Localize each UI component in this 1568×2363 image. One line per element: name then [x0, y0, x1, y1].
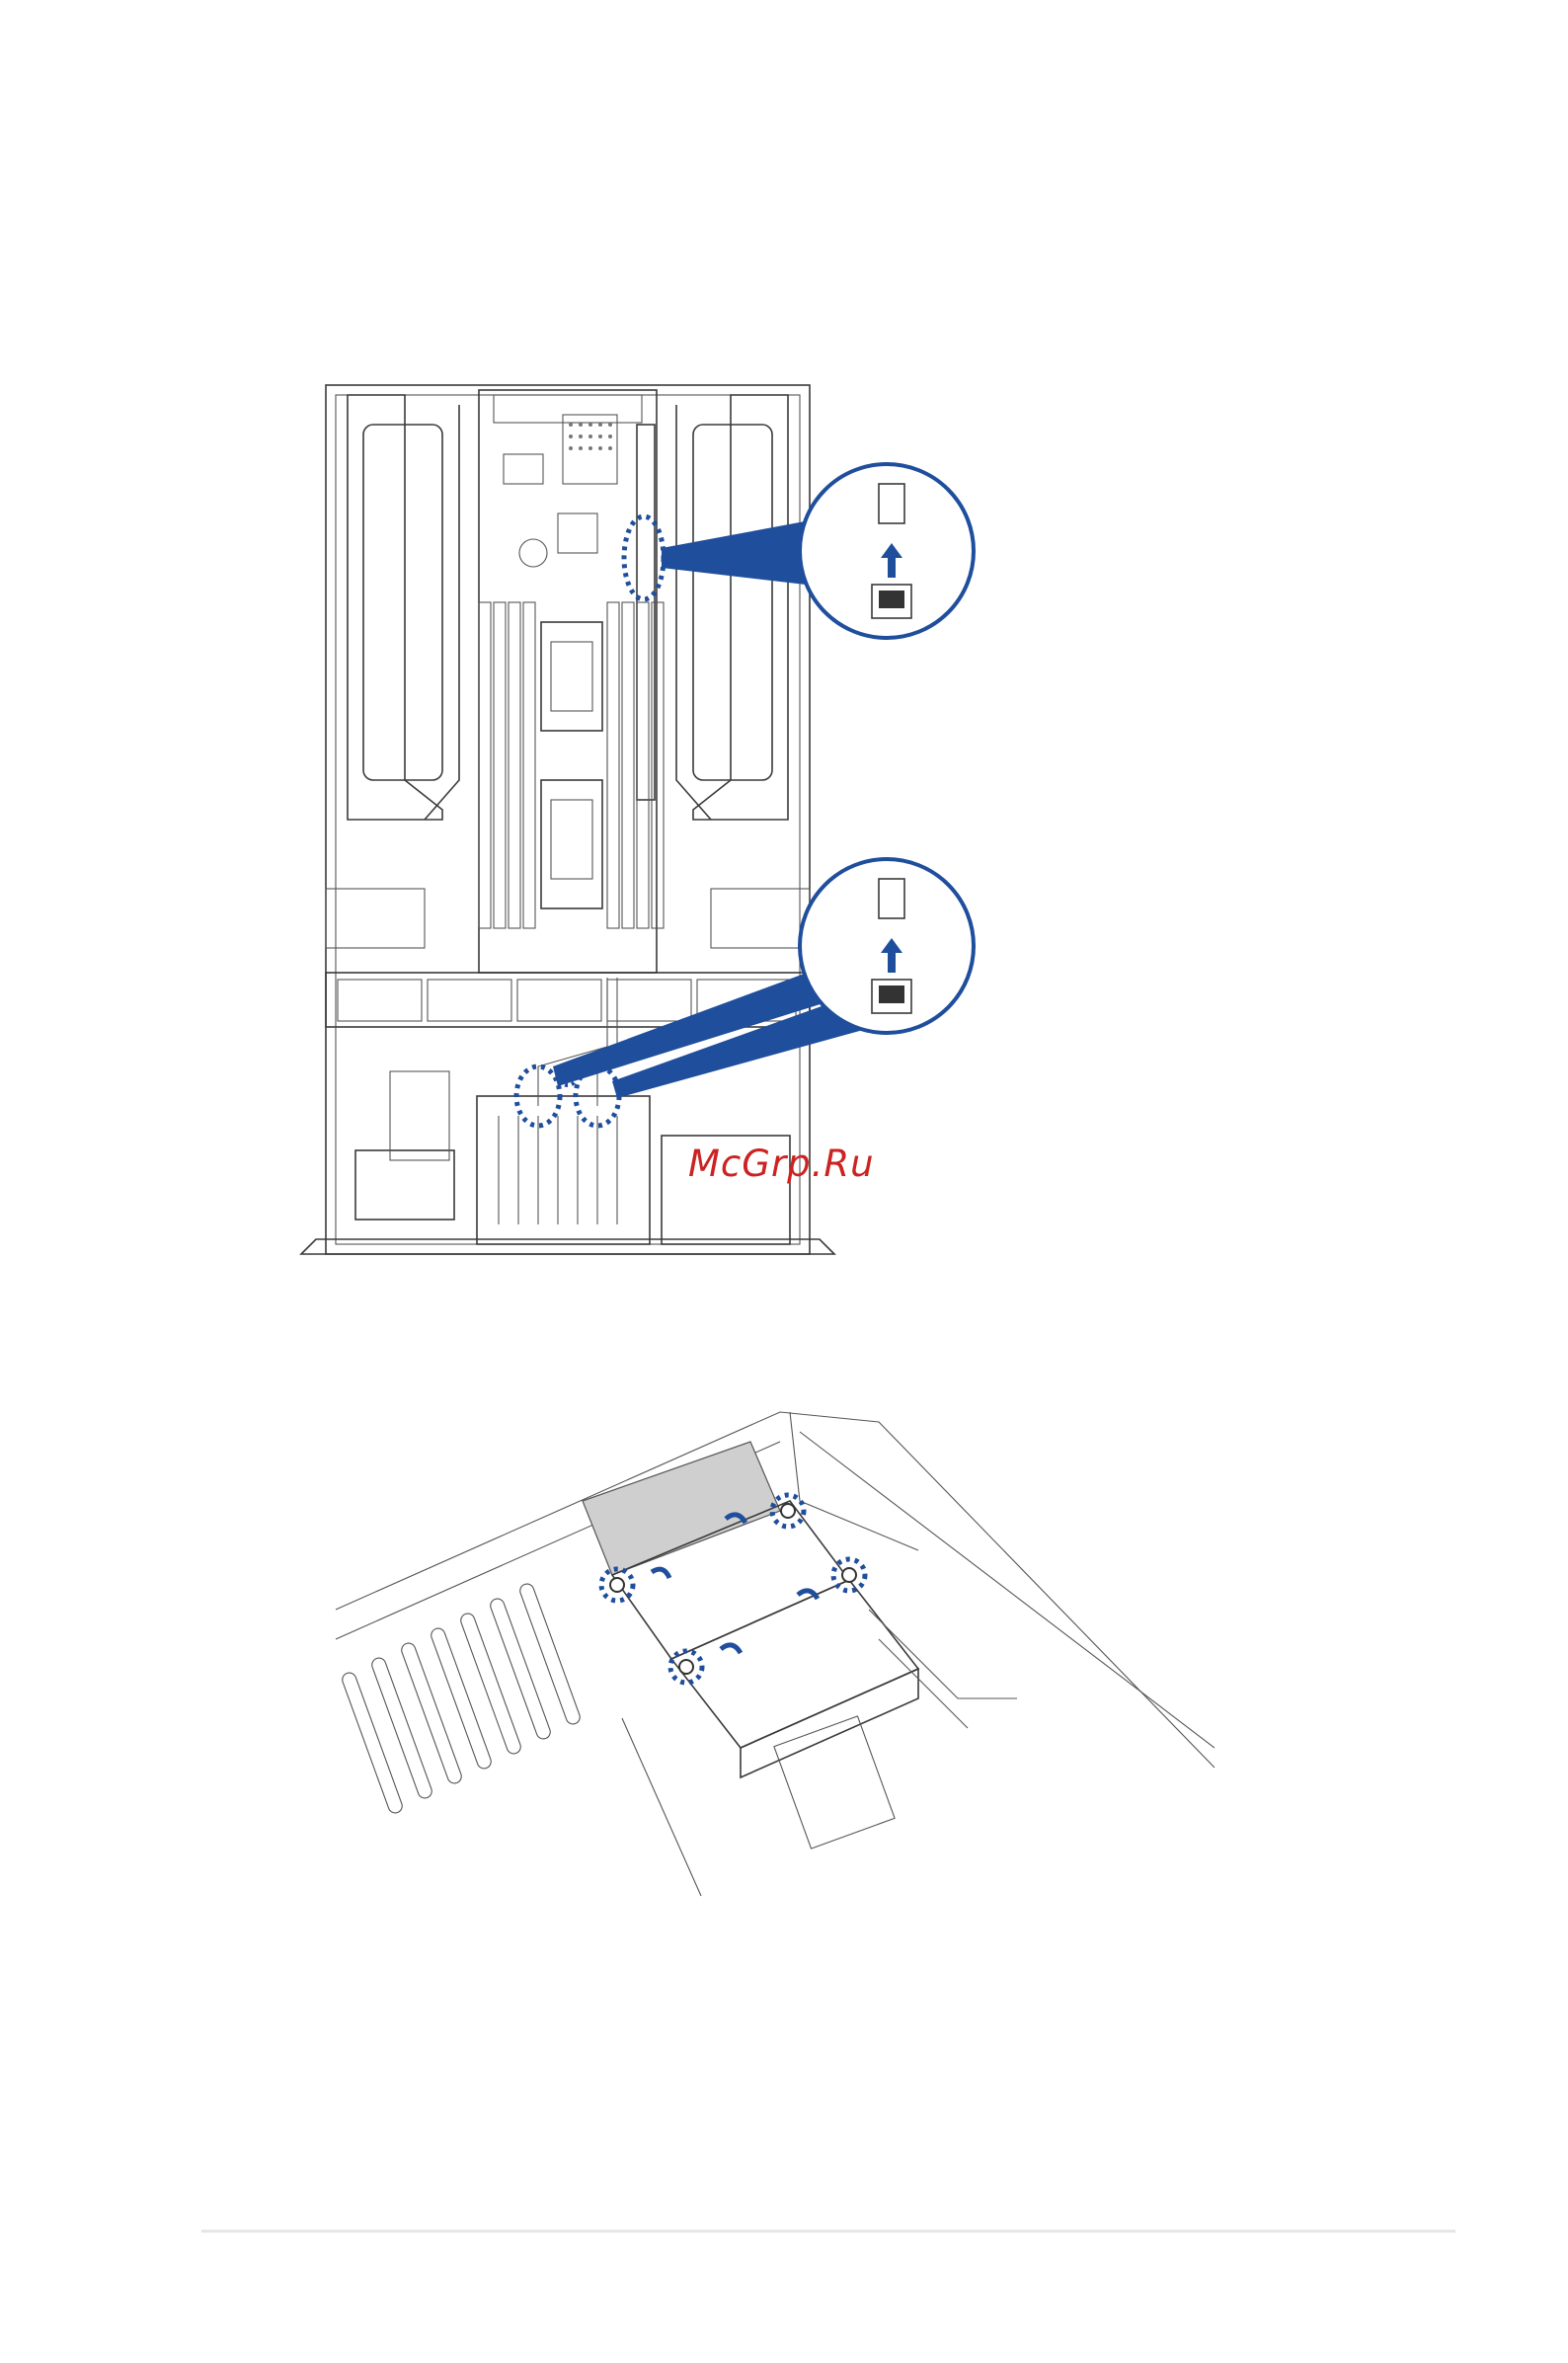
right-riser-shroud: [693, 395, 788, 820]
bracket-screw-view-figure: [326, 1402, 1234, 1906]
server-top-view-diagram: [296, 355, 1066, 1294]
watermark-text: McGrp.Ru: [688, 1142, 875, 1185]
server-top-view-figure: [296, 355, 1066, 1294]
bracket-screw-view-diagram: [326, 1402, 1234, 1906]
footer-divider: [201, 2230, 1455, 2233]
callout-bottom: [516, 859, 974, 1126]
left-riser-shroud: [348, 395, 442, 820]
